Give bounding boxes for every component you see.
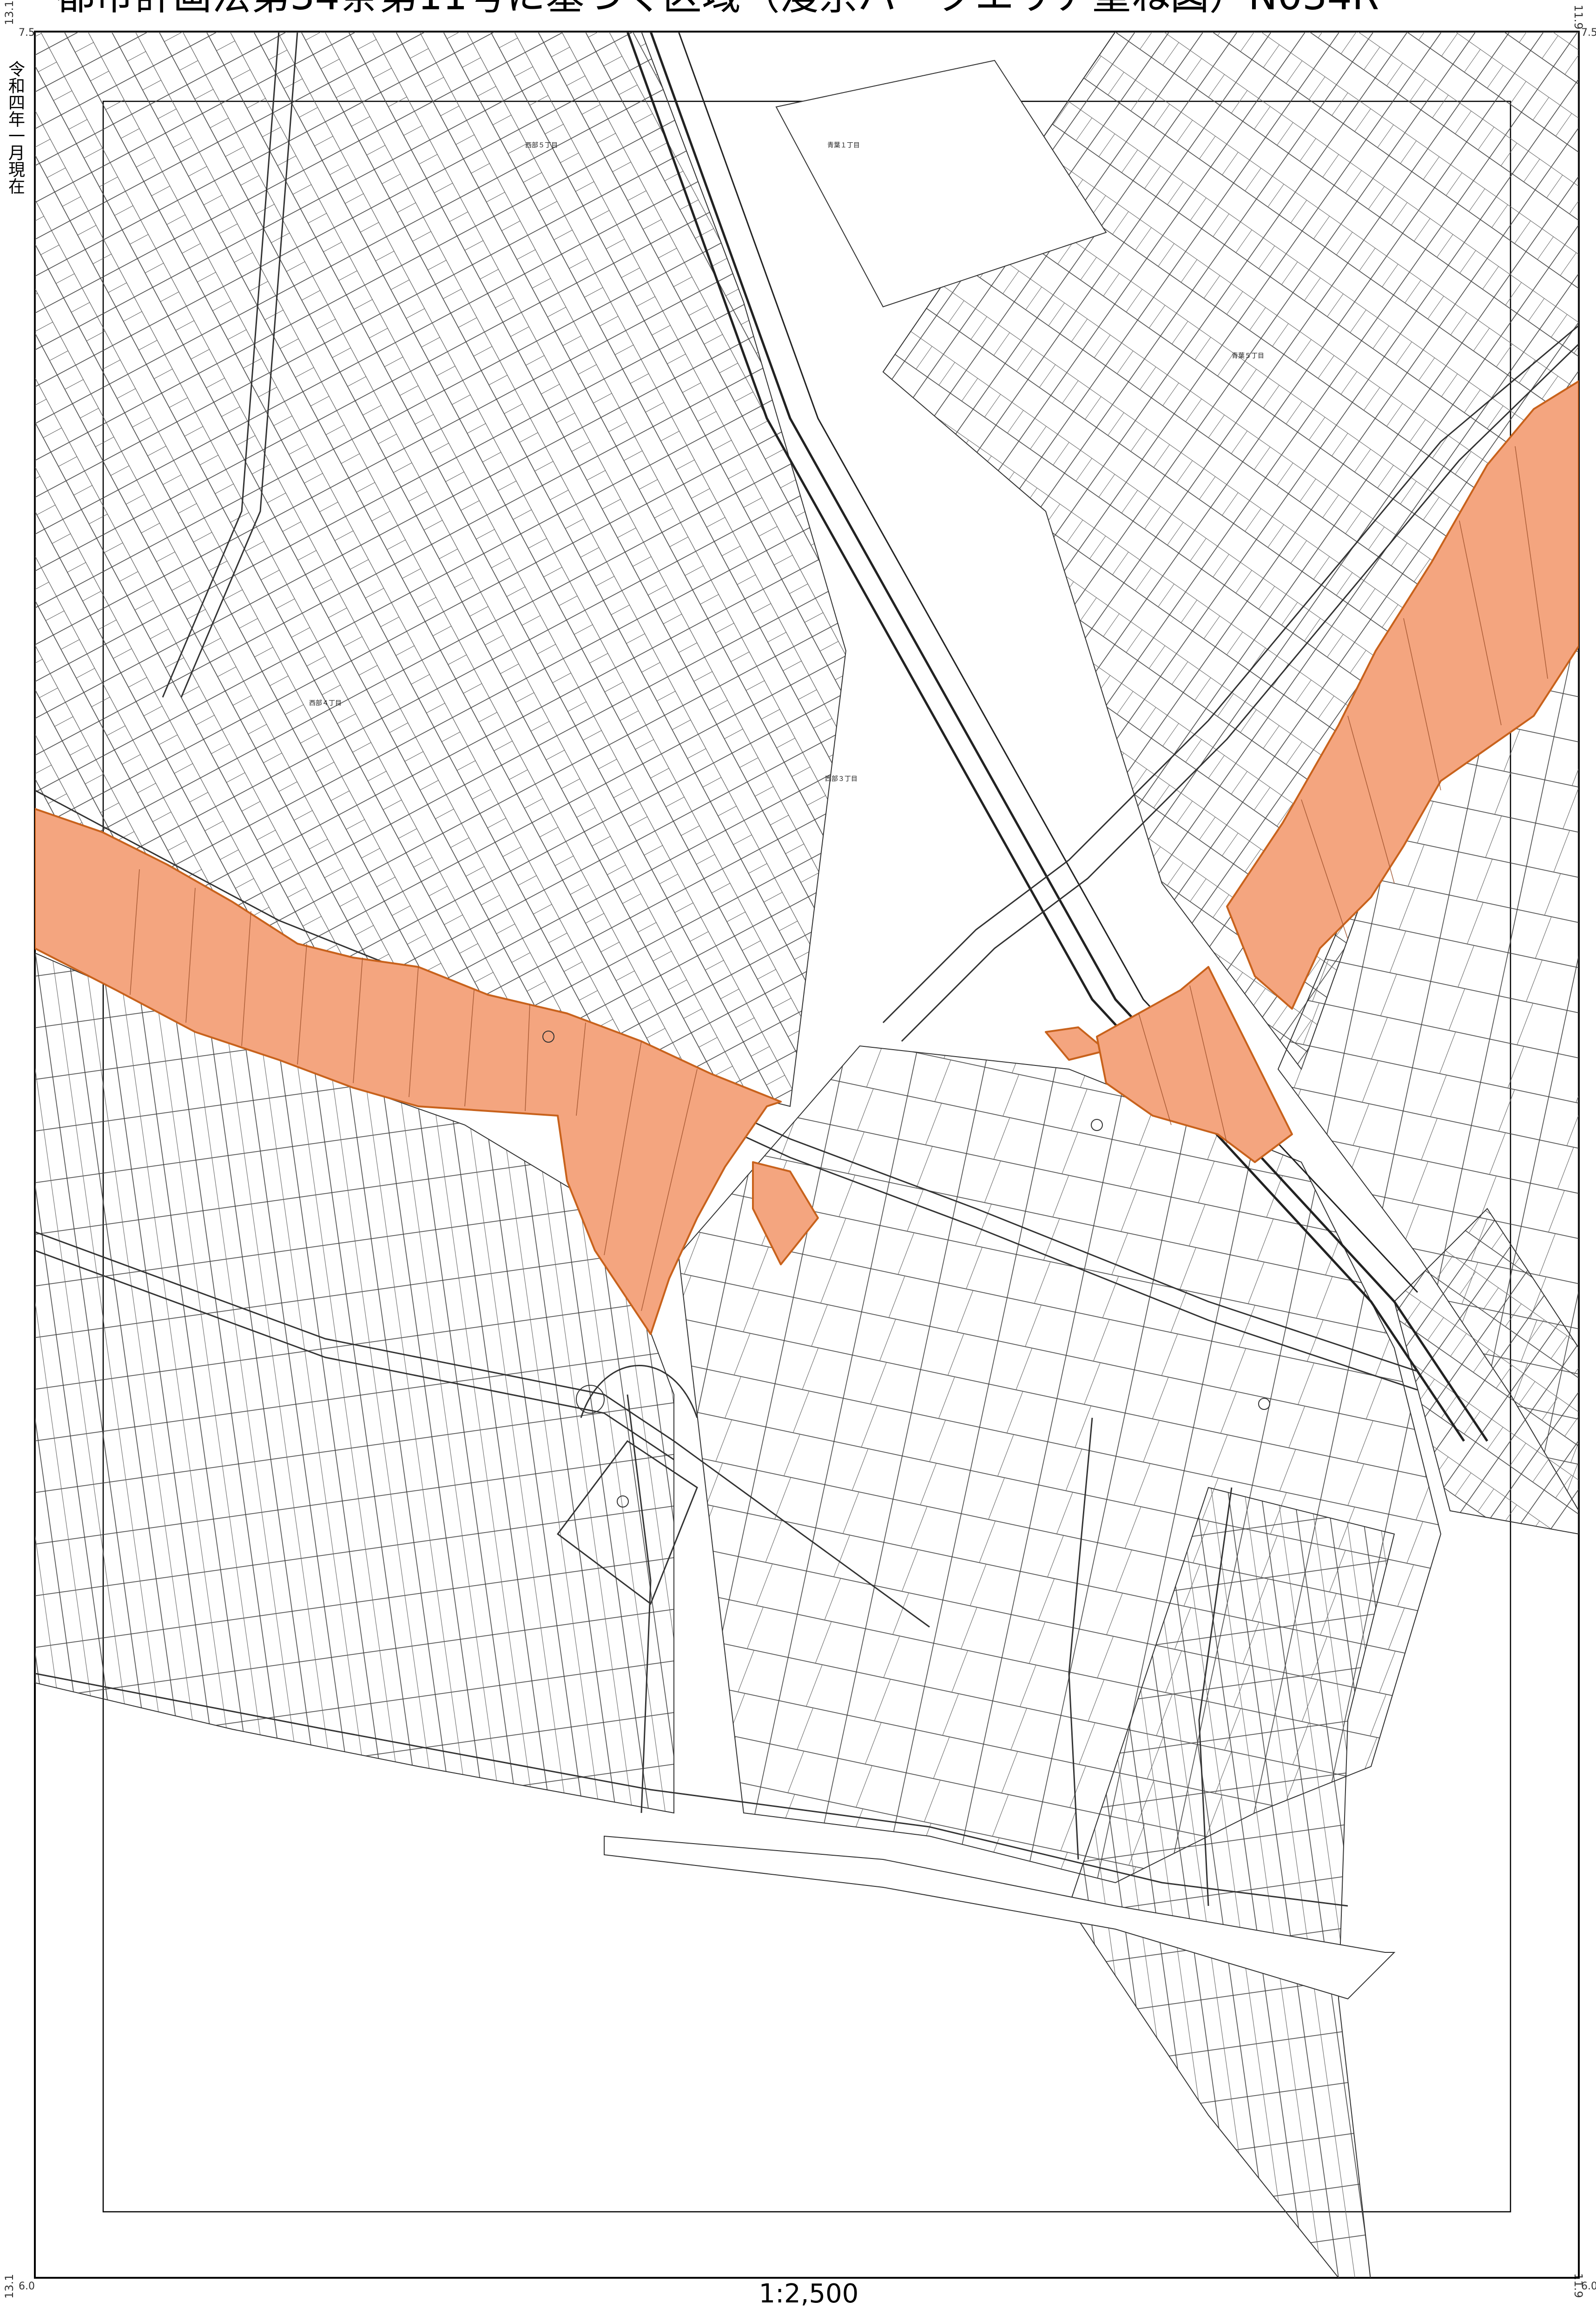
district-parcel-lines — [130, 446, 1548, 1311]
open-parcel-aoba — [775, 60, 1107, 308]
designated-district — [35, 380, 1579, 1335]
district-south-spur — [752, 1161, 819, 1265]
town-label-seibu-5: 西部５丁目 — [525, 142, 558, 149]
district-northeast — [1226, 380, 1579, 1010]
town-label-aoba-5: 青葉５丁目 — [1232, 352, 1264, 360]
town-label-aoba-1: 青葉１丁目 — [827, 142, 860, 149]
parcel-block-far-east — [1393, 1208, 1579, 1535]
parcel-block-se — [1068, 1487, 1395, 2278]
edge-tick-bottom-right: 6.0 — [1581, 2281, 1596, 2292]
district-central — [1045, 1026, 1107, 1061]
town-label-seibu-3: 西部３丁目 — [825, 775, 857, 783]
edge-tick-bottom-left: 6.0 — [19, 2281, 35, 2292]
railway-corridor — [626, 32, 1489, 1442]
edge-tick-top-right: 7.5 — [1581, 27, 1596, 39]
open-parcel-south-boundary — [604, 1835, 1396, 2000]
scale-label: 1:2,500 — [758, 2280, 859, 2308]
map-title: 都市計画法第34条第11号に基づく区域（漫京パークエリア重ね図）N034R — [56, 0, 1543, 17]
edge-tick-top-left: 7.5 — [19, 27, 35, 39]
district-west — [35, 808, 782, 1335]
building-markers — [542, 1031, 1270, 1508]
town-label-seibu-4: 西部４丁目 — [309, 700, 342, 707]
date-label: 令和四年一月現在 — [6, 60, 25, 194]
district-rail — [1096, 966, 1293, 1163]
